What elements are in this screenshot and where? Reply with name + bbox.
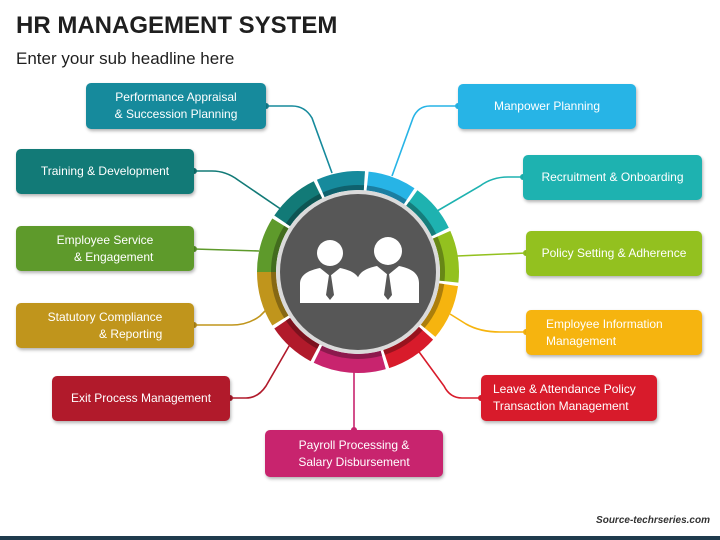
connector-leave	[413, 344, 481, 399]
ring-segment-employee-info	[420, 283, 458, 337]
hub-ring	[256, 170, 459, 374]
box-payroll: Payroll Processing & Salary Disbursement	[265, 430, 443, 477]
bottom-bar	[0, 536, 720, 540]
box-statutory: Statutory Compliance & Reporting	[16, 303, 194, 348]
connector-exit	[230, 333, 297, 399]
box-training: Training & Development	[16, 149, 194, 194]
ring-band-payroll	[319, 345, 382, 359]
ring-band-employee-info	[420, 283, 445, 328]
connector-employee-service	[193, 248, 260, 252]
connector-performance	[266, 105, 333, 174]
box-manpower: Manpower Planning	[458, 84, 636, 129]
page-title: HR MANAGEMENT SYSTEM	[16, 12, 338, 39]
ring-segment-manpower	[366, 171, 415, 204]
box-label: Performance Appraisal & Succession Plann…	[114, 90, 238, 121]
connector-training	[194, 170, 286, 213]
ring-segment-training	[274, 181, 323, 227]
box-leave: Leave & Attendance Policy Transaction Ma…	[481, 375, 657, 421]
ring-segment-recruitment	[406, 190, 449, 237]
box-label: Statutory Compliance & Reporting	[47, 309, 163, 341]
page-subtitle: Enter your sub headline here	[16, 49, 235, 68]
connector-policy	[456, 252, 527, 257]
box-label: Payroll Processing & Salary Disbursement	[298, 437, 410, 469]
box-label: Exit Process Management	[70, 391, 212, 405]
box-label: Employee Information Management	[546, 316, 663, 348]
ring-band-manpower	[366, 185, 407, 204]
connector-employee-info	[449, 313, 526, 333]
ring-band-recruitment	[406, 201, 437, 237]
box-label: Recruitment & Onboarding	[541, 170, 684, 184]
source-credit: Source-techrseries.com	[596, 515, 710, 526]
box-performance: Performance Appraisal & Succession Plann…	[86, 83, 266, 129]
ring-band-performance	[322, 184, 365, 198]
box-label: Policy Setting & Adherence	[541, 246, 687, 260]
ring-band-policy	[432, 236, 445, 282]
connector-recruitment	[431, 176, 523, 215]
hub-center-circle	[280, 194, 436, 350]
connector-manpower	[391, 105, 458, 177]
ring-band-training	[285, 193, 323, 227]
box-label: Employee Service & Engagement	[56, 232, 154, 264]
box-recruitment: Recruitment & Onboarding	[523, 155, 702, 200]
ring-segment-exit	[274, 317, 320, 362]
ring-segment-employee-service	[257, 218, 289, 272]
ring-band-statutory	[271, 272, 289, 319]
box-employee-info: Employee Information Management	[526, 310, 702, 355]
ring-band-exit	[285, 317, 320, 349]
ring-segment-statutory	[256, 272, 289, 326]
box-label: Training & Development	[40, 164, 170, 178]
ring-band-leave	[383, 326, 423, 355]
box-label: Manpower Planning	[493, 99, 601, 113]
two-businessmen-icon	[300, 237, 419, 303]
box-label: Leave & Attendance Policy Transaction Ma…	[493, 382, 636, 413]
box-employee-service: Employee Service & Engagement	[16, 226, 194, 271]
ring-segment-leave	[383, 326, 434, 369]
box-exit: Exit Process Management	[52, 376, 230, 421]
connector-statutory	[194, 307, 269, 326]
ring-band-employee-service	[271, 225, 289, 272]
box-policy: Policy Setting & Adherence	[526, 231, 702, 276]
